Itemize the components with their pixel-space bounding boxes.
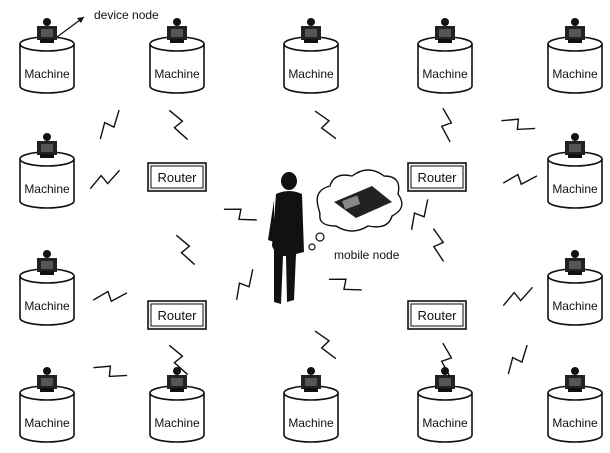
mobile-node-label: mobile node [334,248,400,262]
machine-label: Machine [24,182,70,196]
wireless-link-icon [92,290,128,303]
wireless-link-icon [440,342,453,378]
machine-label: Machine [552,67,598,81]
router-node: Router [407,162,467,192]
device-node-icon [149,366,205,443]
wireless-link-icon [432,228,445,262]
wireless-link-icon [168,344,189,376]
router-label: Router [157,308,197,323]
wireless-links [89,107,538,378]
device-node-icon [283,17,339,94]
machine-node: Machine [19,17,75,94]
device-node-annotation: device node [56,8,159,38]
wireless-link-icon [235,269,254,300]
router-node: Router [147,300,207,330]
device-node-icon [149,17,205,94]
device-node-icon [547,132,603,209]
machine-node: Machine [149,366,205,443]
device-node-icon [19,132,75,209]
wireless-link-icon [328,278,362,291]
machine-node: Machine [547,17,603,94]
machine-node: Machine [547,366,603,443]
wireless-link-icon [410,199,429,230]
machine-node: Machine [547,132,603,209]
machine-label: Machine [288,416,334,430]
wireless-link-icon [314,330,337,360]
wireless-link-icon [507,344,528,375]
device-node-icon [547,249,603,326]
machine-label: Machine [154,67,200,81]
wireless-link-icon [502,173,538,186]
machine-label: Machine [24,67,70,81]
machine-node: Machine [283,366,339,443]
wireless-link-icon [501,118,536,131]
device-node-icon [417,366,473,443]
wireless-link-icon [168,109,189,141]
machine-label: Machine [422,416,468,430]
machine-label: Machine [24,299,70,313]
wireless-link-icon [502,286,534,307]
mobile-device-icon [334,186,392,218]
machine-node: Machine [547,249,603,326]
machine-label: Machine [552,299,598,313]
wireless-link-icon [99,109,120,140]
machine-node: Machine [149,17,205,94]
machine-label: Machine [288,67,334,81]
device-node-icon [19,17,75,94]
device-node-icon [547,17,603,94]
machine-node: Machine [19,249,75,326]
wireless-link-icon [223,208,257,221]
person-silhouette-icon [268,172,304,304]
router-node: Router [147,162,207,192]
machine-label: Machine [552,182,598,196]
mobile-user: mobile node [268,169,403,304]
router-label: Router [417,308,457,323]
machine-label: Machine [24,416,70,430]
device-node-icon [417,17,473,94]
machine-node: Machine [19,132,75,209]
router-node: Router [407,300,467,330]
device-node-icon [19,249,75,326]
router-label: Router [157,170,197,185]
wireless-link-icon [314,110,337,140]
wireless-link-icon [93,365,128,378]
wireless-link-icon [440,107,453,143]
machine-label: Machine [154,416,200,430]
machine-label: Machine [422,67,468,81]
router-label: Router [417,170,457,185]
device-node-icon [283,366,339,443]
wireless-link-icon [175,234,196,266]
machine-node: Machine [19,366,75,443]
device-node-icon [19,366,75,443]
device-node-icon [547,366,603,443]
machine-label: Machine [552,416,598,430]
machine-node: Machine [283,17,339,94]
device-node-label: device node [94,8,159,22]
machine-node: Machine [417,17,473,94]
machine-node: Machine [417,366,473,443]
wireless-link-icon [89,169,121,190]
